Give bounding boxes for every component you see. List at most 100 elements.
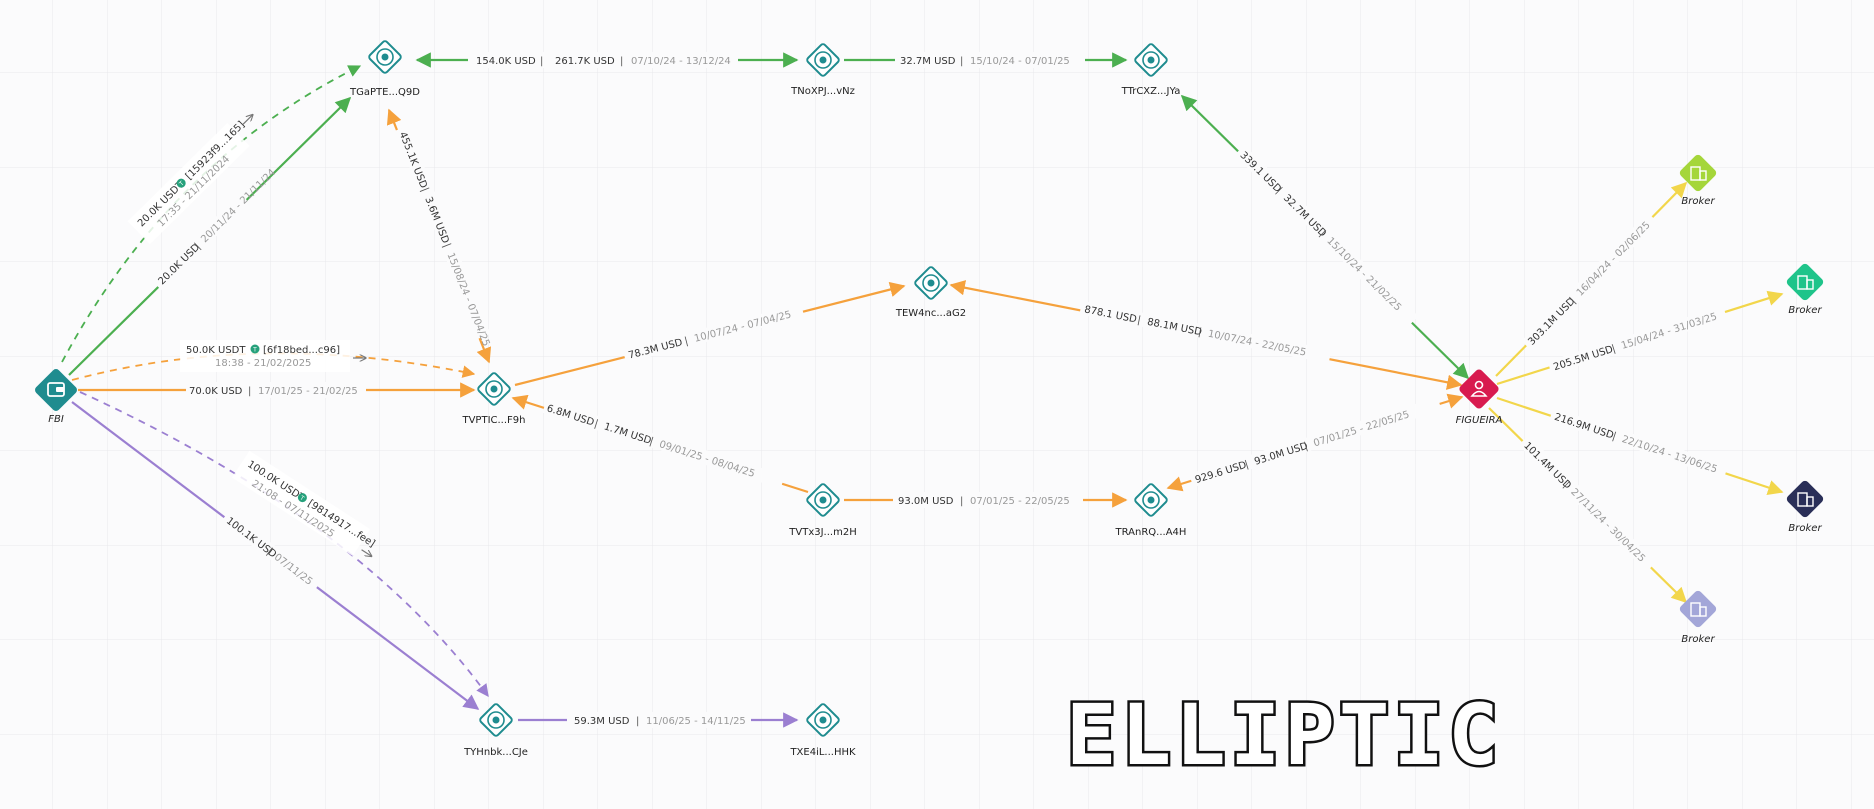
node-broker-2[interactable]: Broker bbox=[1785, 262, 1825, 316]
tether-glyph: T bbox=[177, 180, 185, 188]
wallet-icon-clasp bbox=[56, 387, 64, 392]
node-label: Broker bbox=[1681, 196, 1715, 207]
separator: | bbox=[648, 436, 655, 448]
separator: | bbox=[1136, 315, 1141, 326]
tether-glyph: T bbox=[298, 494, 306, 503]
node-label: Broker bbox=[1681, 634, 1715, 645]
node-tew4nc[interactable]: TEW4nc...aG2 bbox=[895, 266, 966, 319]
separator: | bbox=[1244, 459, 1250, 471]
separator: | bbox=[1561, 480, 1571, 490]
target-icon-dot bbox=[1147, 56, 1155, 64]
node-tgapte[interactable]: TGaPTE...Q9D bbox=[349, 40, 420, 98]
edge-dates: 07/10/24 - 13/12/24 bbox=[631, 56, 731, 67]
edge-amount: 93.0M USD bbox=[898, 496, 954, 507]
broker-node-shape bbox=[1679, 590, 1717, 628]
target-icon bbox=[814, 51, 832, 69]
edge-dates: 11/06/25 - 14/11/25 bbox=[646, 716, 746, 727]
edge-tvtx3j-tranrq[interactable]: 93.0M USD | 07/01/25 - 22/05/25 bbox=[844, 492, 1128, 508]
node-tnoxpj[interactable]: TNoXPJ...vNz bbox=[790, 43, 855, 97]
node-label: TVPTIC...F9h bbox=[461, 415, 525, 426]
person-icon-body bbox=[1470, 390, 1488, 397]
separator: | bbox=[960, 56, 963, 67]
direction-arrow bbox=[242, 115, 253, 125]
building-icon-annex bbox=[1806, 279, 1814, 290]
node-tranrq[interactable]: TRAnRQ...A4H bbox=[1115, 483, 1187, 538]
edge-tgapte-tnoxpj[interactable]: 154.0K USD | 261.7K USD | 07/10/24 - 13/… bbox=[415, 52, 799, 68]
target-icon-dot bbox=[492, 716, 500, 724]
tether-glyph: T bbox=[252, 347, 257, 354]
target-icon-dot bbox=[819, 56, 827, 64]
node-broker-1[interactable]: Broker bbox=[1678, 153, 1718, 207]
target-icon bbox=[814, 491, 832, 509]
node-label: FIGUEIRA bbox=[1456, 415, 1503, 426]
edge-tnoxpj-ttrcxz[interactable]: 32.7M USD | 15/10/24 - 07/01/25 bbox=[844, 52, 1128, 68]
separator: | bbox=[1610, 343, 1617, 355]
logo-wordmark: ELLIPTIC bbox=[1066, 686, 1503, 784]
edge-amount: 154.0K USD bbox=[476, 56, 536, 67]
separator: | bbox=[960, 496, 963, 507]
separator: | bbox=[193, 241, 203, 251]
separator: | bbox=[248, 386, 251, 397]
node-label: TTrCXZ...JYa bbox=[1121, 86, 1181, 97]
edge-fbi-tvptic[interactable]: 70.0K USD | 17/01/25 - 21/02/25 bbox=[78, 382, 476, 398]
target-icon bbox=[376, 48, 394, 66]
edge-fbi-tvptic-transfer[interactable]: 50.0K USDT T [6f18bed...c96] 18:38 - 21/… bbox=[71, 340, 476, 381]
node-label: TVTx3J...m2H bbox=[788, 527, 856, 538]
node-label: Broker bbox=[1788, 305, 1822, 316]
target-icon bbox=[485, 380, 503, 398]
edge-amount: 59.3M USD bbox=[574, 716, 630, 727]
node-txe4il[interactable]: TXE4iL...HHK bbox=[789, 703, 856, 758]
separator: | bbox=[1317, 229, 1327, 239]
separator: | bbox=[441, 242, 452, 249]
target-icon bbox=[487, 711, 505, 729]
edge-tyhnbk-txe4il[interactable]: 59.3M USD | 11/06/25 - 14/11/25 bbox=[518, 712, 799, 728]
separator: | bbox=[1611, 431, 1618, 443]
building-icon-annex bbox=[1699, 170, 1707, 181]
transfer-time: 18:38 - 21/02/2025 bbox=[215, 358, 311, 369]
node-ttrcxz[interactable]: TTrCXZ...JYa bbox=[1121, 43, 1181, 97]
node-tyhnbk[interactable]: TYHnbk...CJe bbox=[463, 703, 528, 758]
transfer-hash: [6f18bed...c96] bbox=[263, 345, 340, 356]
target-icon bbox=[1142, 491, 1160, 509]
tether-icon bbox=[297, 493, 307, 503]
node-label: TXE4iL...HHK bbox=[789, 747, 856, 758]
target-icon-dot bbox=[927, 279, 935, 287]
building-icon-annex bbox=[1699, 606, 1707, 617]
broker-node-shape bbox=[1786, 263, 1824, 301]
node-label: TEW4nc...aG2 bbox=[895, 308, 966, 319]
separator: | bbox=[1274, 186, 1284, 196]
edge-dates: 15/10/24 - 07/01/25 bbox=[970, 56, 1070, 67]
edge-amount-2: 261.7K USD bbox=[555, 56, 615, 67]
node-tvptic[interactable]: TVPTIC...F9h bbox=[461, 372, 526, 426]
direction-arrow bbox=[361, 549, 372, 557]
separator: | bbox=[1303, 441, 1309, 453]
target-icon-dot bbox=[819, 716, 827, 724]
separator: | bbox=[1568, 296, 1578, 306]
separator: | bbox=[593, 418, 600, 430]
node-label: Broker bbox=[1788, 523, 1822, 534]
node-label: TGaPTE...Q9D bbox=[349, 87, 420, 98]
separator: | bbox=[419, 186, 430, 193]
node-label: TNoXPJ...vNz bbox=[790, 86, 855, 97]
separator: | bbox=[683, 336, 689, 347]
node-tvtx3j[interactable]: TVTx3J...m2H bbox=[788, 483, 857, 538]
broker-node-shape bbox=[1679, 154, 1717, 192]
separator: | bbox=[620, 56, 623, 67]
edge-amount: 32.7M USD bbox=[900, 56, 956, 67]
broker-node-shape bbox=[1786, 480, 1824, 518]
target-icon-dot bbox=[490, 385, 498, 393]
building-icon-annex bbox=[1806, 496, 1814, 507]
node-label: TRAnRQ...A4H bbox=[1115, 527, 1187, 538]
node-label: TYHnbk...CJe bbox=[463, 747, 528, 758]
node-fbi[interactable]: FBI bbox=[33, 367, 78, 425]
target-icon-dot bbox=[381, 53, 389, 61]
node-figueira[interactable]: FIGUEIRA bbox=[1456, 368, 1503, 426]
node-broker-4[interactable]: Broker bbox=[1678, 589, 1718, 645]
elliptic-logo: ELLIPTIC bbox=[1064, 684, 1503, 787]
node-label: FBI bbox=[48, 414, 64, 425]
node-broker-3[interactable]: Broker bbox=[1785, 479, 1825, 534]
tether-icon bbox=[250, 344, 260, 354]
edge-amount: 70.0K USD bbox=[189, 386, 243, 397]
